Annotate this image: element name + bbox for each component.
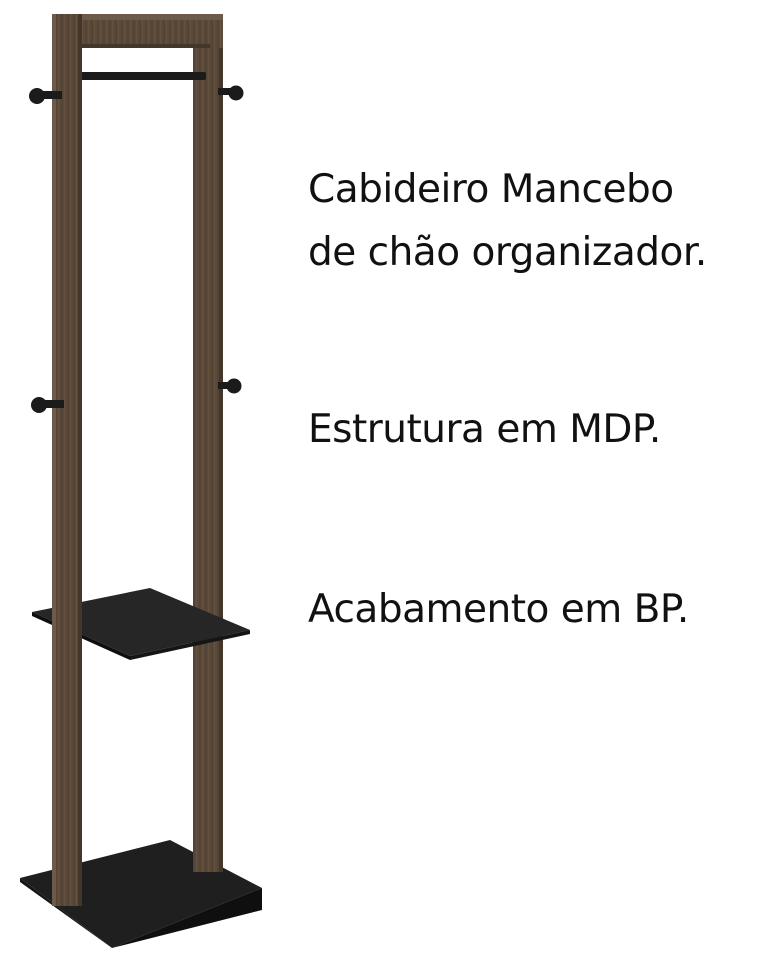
left-post bbox=[52, 14, 82, 906]
right-post bbox=[193, 20, 223, 872]
product-title-line-1: Cabideiro Mancebo bbox=[308, 167, 674, 212]
finish-text: Acabamento em BP. bbox=[308, 587, 689, 632]
product-title-line-2: de chão organizador. bbox=[308, 230, 707, 275]
hanging-rod bbox=[80, 72, 206, 80]
hook-mid-right-icon bbox=[218, 378, 242, 394]
hook-mid-left-icon bbox=[31, 397, 64, 413]
product-title: Cabideiro Mancebo de chão organizador. bbox=[308, 158, 707, 284]
coat-rack-icon bbox=[20, 14, 262, 948]
hook-top-right-icon bbox=[218, 85, 244, 101]
structure-text: Estrutura em MDP. bbox=[308, 407, 661, 452]
left-post-front bbox=[52, 598, 82, 668]
hook-top-left-icon bbox=[29, 88, 62, 104]
top-crossbar bbox=[52, 14, 223, 48]
